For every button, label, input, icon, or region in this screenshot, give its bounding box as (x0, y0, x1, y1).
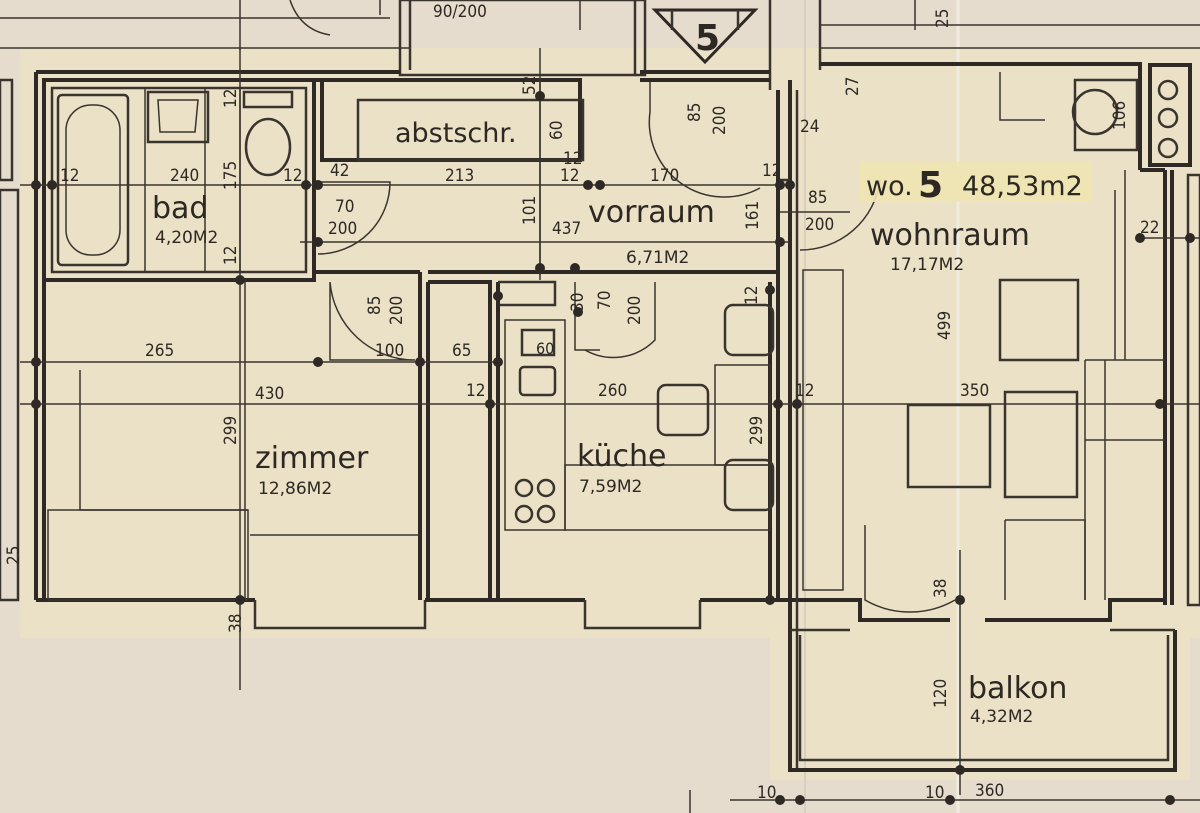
dim-label: 60 (536, 339, 554, 358)
dim-label: 170 (650, 166, 679, 186)
room-name-zimmer: zimmer (255, 441, 369, 476)
stove-icon (514, 478, 556, 524)
unit-area: 48,53m2 (962, 171, 1083, 202)
unit-label: wo. (866, 171, 913, 202)
dim-label: 10 (925, 783, 944, 803)
dim-label: 120 (931, 679, 951, 708)
dim-label: 12 (762, 161, 781, 181)
room-name-wohnraum: wohnraum (870, 218, 1030, 253)
dim-label: 85 (808, 188, 827, 208)
vertical-dims: 12 175 12 52 60 101 85 200 161 85 200 30… (4, 9, 1130, 708)
room-area-bad: 4,20M2 (155, 228, 218, 248)
dim-label: 200 (625, 296, 645, 325)
dim-label: 12 (221, 89, 241, 108)
dim-label: 12 (60, 166, 79, 186)
toilet-icon (242, 90, 294, 177)
dim-label: 360 (975, 781, 1004, 801)
room-area-balkon: 4,32M2 (970, 707, 1033, 727)
dim-label: 260 (598, 381, 627, 401)
room-area-vorraum: 6,71M2 (626, 248, 689, 268)
dining-table-icon (656, 303, 775, 512)
room-area-kueche: 7,59M2 (579, 477, 642, 497)
dim-label: 200 (805, 215, 834, 235)
kitchen-counter (504, 319, 771, 531)
dim-label: 25 (933, 9, 953, 28)
kitchen-sink-icon (518, 328, 557, 397)
apartment-highlight (20, 48, 1200, 638)
dim-label: 265 (145, 341, 174, 361)
dim-label: 12 (466, 381, 485, 401)
unit-title: wo. 5 48,53m2 (860, 162, 1092, 206)
dim-label: 12 (795, 381, 814, 401)
dim-label: 10 (757, 783, 776, 803)
dim-label: 12 (560, 166, 579, 186)
dim-label: 437 (552, 219, 581, 239)
bathtub-icon (56, 93, 130, 267)
dim-label: 38 (931, 579, 951, 598)
balcony-walls (788, 628, 1177, 772)
dim-label: 240 (170, 166, 199, 186)
room-name-kueche: küche (577, 439, 666, 474)
dim-label: 65 (452, 341, 471, 361)
dim-label: 60 (547, 121, 567, 140)
dim-label: 85 (365, 296, 385, 315)
dim-label: 175 (221, 161, 241, 190)
room-name-balkon: balkon (968, 671, 1067, 706)
unit-number: 5 (918, 165, 943, 206)
dim-label: 299 (221, 416, 241, 445)
dim-label: 70 (335, 197, 354, 217)
dim-label: 101 (520, 196, 540, 225)
dim-label: 499 (935, 311, 955, 340)
dim-label: 70 (595, 291, 615, 310)
dim-label: 299 (747, 416, 767, 445)
dimension-dots (31, 91, 1195, 805)
room-area-wohnraum: 17,17M2 (890, 255, 964, 275)
neighbor-walls (0, 78, 1200, 607)
dim-label: 200 (328, 219, 357, 239)
dim-label: 12 (563, 149, 582, 169)
dim-label: 161 (743, 201, 763, 230)
dim-label: 52 (520, 76, 540, 95)
dim-label: 106 (1110, 101, 1130, 130)
room-name-vorraum: vorraum (588, 195, 715, 230)
dim-label: 213 (445, 166, 474, 186)
dim-label: 12 (221, 246, 241, 265)
dim-label: 200 (710, 106, 730, 135)
room-name-bad: bad (152, 191, 208, 226)
bedroom-furniture (47, 370, 420, 601)
dim-label: 38 (226, 614, 246, 633)
balcony-highlight (770, 630, 1190, 780)
room-area-zimmer: 12,86M2 (258, 479, 332, 499)
dim-label: 430 (255, 384, 284, 404)
dim-label: 100 (375, 341, 404, 361)
stair-arrow-icon (651, 8, 759, 65)
dim-label: 25 (4, 546, 24, 565)
room-name-abstschr: abstschr. (395, 118, 517, 149)
dim-label: 12 (742, 286, 762, 305)
dim-top-door: 90/200 (433, 2, 487, 22)
dim-label: 22 (1140, 218, 1159, 238)
stair-number: 5 (695, 18, 720, 59)
dim-label: 12 (283, 166, 302, 186)
meter-box-icon (1148, 63, 1192, 167)
dim-label: 27 (843, 77, 863, 96)
dim-label: 200 (387, 296, 407, 325)
living-furniture (802, 72, 1165, 600)
dim-label: 42 (330, 161, 349, 181)
sink-icon (146, 90, 210, 144)
dim-label: 350 (960, 381, 989, 401)
top-structure (0, 0, 1200, 90)
interior-walls (244, 90, 790, 600)
dim-label: 24 (800, 117, 819, 137)
dim-label: 30 (568, 293, 588, 312)
dim-label: 85 (685, 103, 705, 122)
